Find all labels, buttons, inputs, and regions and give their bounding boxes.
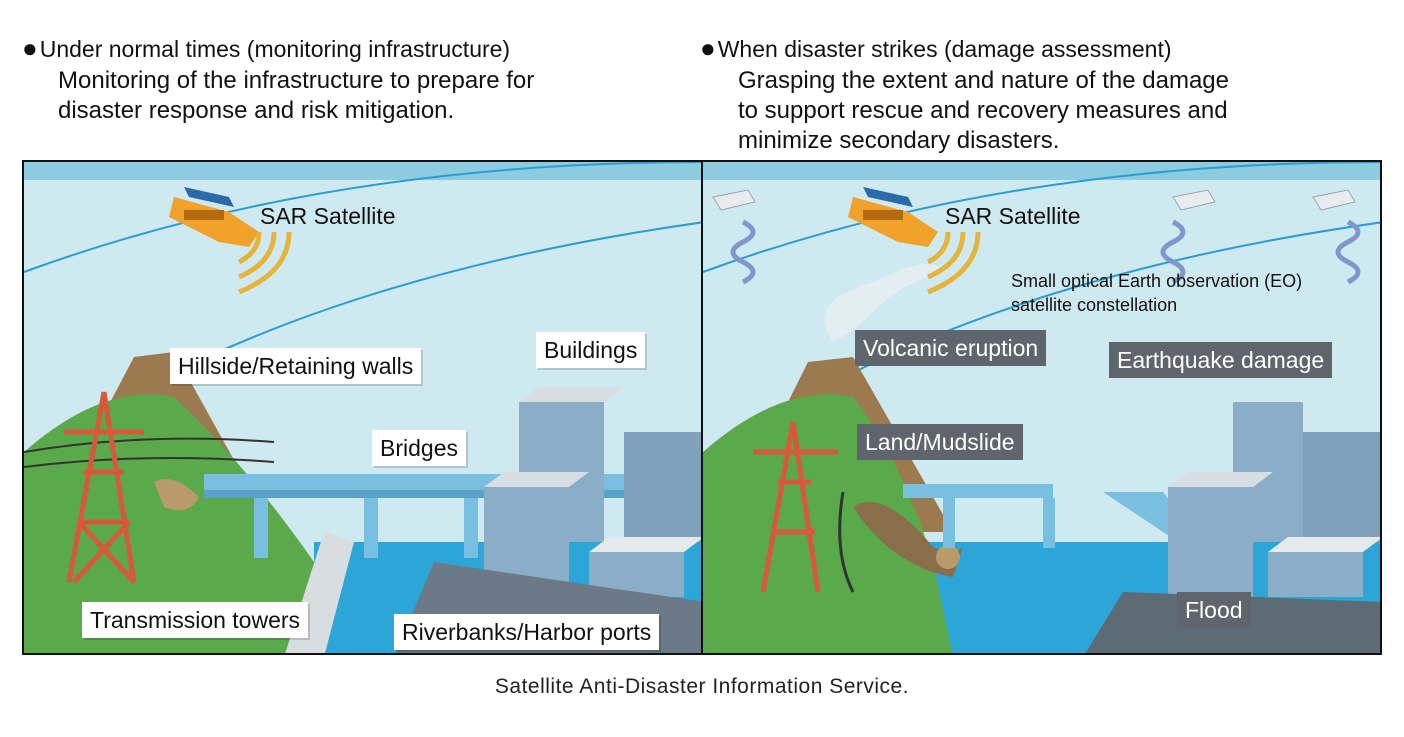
buildings-label: Buildings	[536, 332, 646, 368]
right-description-line: minimize secondary disasters.	[738, 127, 1060, 154]
normal-times-illustration	[24, 162, 701, 653]
right-description-line: Grasping the extent and nature of the da…	[738, 67, 1230, 94]
earthquake-damage-label: Earthquake damage	[1109, 342, 1333, 378]
bullet-dot-icon: ●	[22, 33, 38, 63]
right-heading-text: When disaster strikes (damage assessment…	[717, 36, 1172, 62]
sar-satellite-icon	[848, 187, 938, 247]
building	[1168, 487, 1253, 597]
bridges-label: Bridges	[372, 430, 466, 466]
optical-constellation-label-line2: satellite constellation	[1011, 295, 1178, 315]
left-heading-text: Under normal times (monitoring infrastru…	[39, 36, 511, 62]
normal-times-panel: SAR Satellite Hillside/Retaining walls B…	[22, 160, 703, 655]
transmission-towers-label: Transmission towers	[82, 602, 309, 638]
right-heading: ●When disaster strikes (damage assessmen…	[700, 34, 1172, 63]
disaster-illustration	[703, 162, 1380, 653]
left-heading: ●Under normal times (monitoring infrastr…	[22, 34, 510, 63]
transmission-tower-icon	[753, 421, 838, 593]
bullet-dot-icon: ●	[700, 33, 716, 63]
optical-satellite-icon	[1312, 189, 1361, 285]
riverbanks-label: Riverbanks/Harbor ports	[394, 614, 660, 650]
optical-constellation-label-line1: Small optical Earth observation (EO)	[1011, 271, 1303, 291]
hillside-label: Hillside/Retaining walls	[170, 348, 422, 384]
radar-wave-icon	[237, 231, 292, 295]
sar-satellite-label: SAR Satellite	[260, 203, 396, 229]
disaster-panel: SAR Satellite Small optical Earth observ…	[701, 160, 1382, 655]
flood-label: Flood	[1177, 592, 1251, 628]
radar-wave-icon	[926, 231, 981, 295]
sar-satellite-label: SAR Satellite	[945, 203, 1081, 229]
landslide-label: Land/Mudslide	[857, 424, 1023, 460]
left-description-line: disaster response and risk mitigation.	[58, 97, 455, 124]
transmission-tower-icon	[64, 391, 144, 584]
left-description: Monitoring of the infrastructure to prep…	[58, 66, 534, 126]
optical-satellite-icon	[712, 189, 756, 285]
figure-caption: Satellite Anti-Disaster Information Serv…	[494, 675, 910, 698]
optical-satellite-icon	[1160, 189, 1216, 285]
right-description-line: to support rescue and recovery measures …	[738, 97, 1228, 124]
volcanic-eruption-label: Volcanic eruption	[855, 330, 1047, 366]
left-description-line: Monitoring of the infrastructure to prep…	[58, 67, 535, 94]
sar-satellite-icon	[169, 187, 259, 247]
right-description: Grasping the extent and nature of the da…	[738, 66, 1229, 156]
